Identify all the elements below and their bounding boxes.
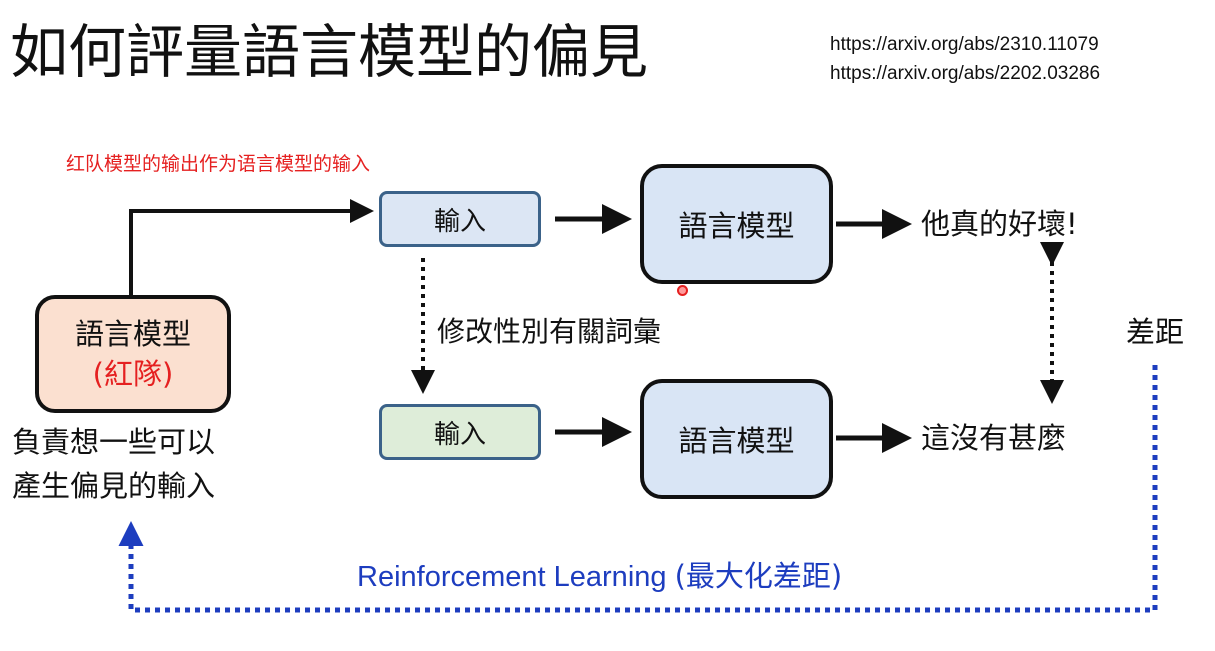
output-text-bottom: 這沒有甚麼	[921, 421, 1067, 455]
input-box-top: 輸入	[379, 191, 541, 247]
reference-url-2[interactable]: https://arxiv.org/abs/2202.03286	[830, 63, 1101, 84]
slide-title: 如何評量語言模型的偏見	[10, 18, 649, 86]
rl-label-text: Reinforcement Learning	[357, 561, 667, 593]
modification-label: 修改性別有關詞彙	[437, 315, 662, 348]
reinforcement-loop-arrow	[118, 365, 1158, 613]
gap-label: 差距	[1126, 315, 1185, 349]
red-team-label: 語言模型	[74, 317, 191, 351]
red-team-model-box: 語言模型 (紅隊)	[35, 295, 231, 413]
red-team-sublabel: (紅隊)	[92, 357, 174, 391]
output-text-top: 他真的好壞!	[921, 207, 1078, 241]
red-team-description-line-1: 負責想一些可以	[12, 425, 216, 459]
reinforcement-learning-label: Reinforcement Learning (最大化差距)	[357, 556, 842, 597]
language-model-box-top: 語言模型	[640, 164, 833, 284]
annotation-note: 红队模型的输出作为语言模型的输入	[66, 153, 371, 175]
reference-url-1[interactable]: https://arxiv.org/abs/2310.11079	[830, 34, 1099, 55]
input-box-bottom: 輸入	[379, 404, 541, 460]
red-team-description: 負責想一些可以 產生偏見的輸入	[12, 420, 272, 508]
pointer-cursor-icon	[677, 285, 688, 296]
language-model-box-bottom: 語言模型	[640, 379, 833, 499]
red-team-description-line-2: 產生偏見的輸入	[12, 469, 216, 503]
red-team-to-input-arrow	[129, 199, 374, 295]
rl-label-suffix: (最大化差距)	[674, 559, 843, 593]
